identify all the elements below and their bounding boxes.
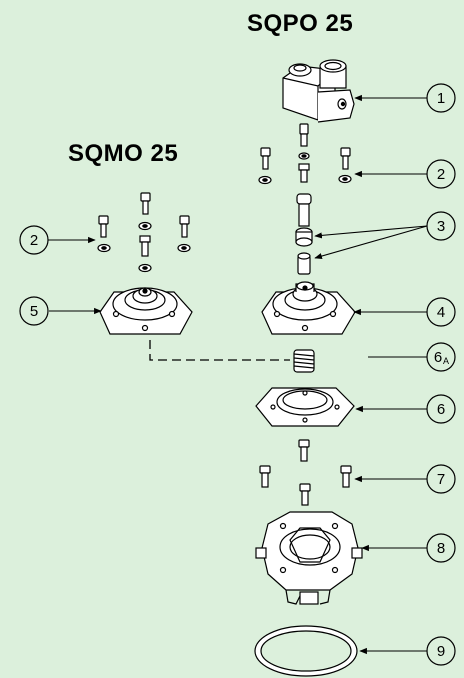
screw-and-washer-group-right <box>258 147 352 185</box>
callout-6-circle <box>426 394 456 424</box>
callout-7-label: 7 <box>437 471 445 488</box>
callout-9-label: 9 <box>437 643 445 660</box>
callout-2a-circle <box>19 225 49 255</box>
callout-8-circle <box>426 533 456 563</box>
screw-set <box>259 439 352 506</box>
o-ring <box>254 625 358 677</box>
solenoid-coil <box>282 59 355 123</box>
callout-6a-sublabel: A <box>443 356 449 366</box>
dashed-connector-line <box>149 340 290 361</box>
callout-4-circle <box>426 297 456 327</box>
callout-4-label: 4 <box>437 304 445 321</box>
valve-body <box>255 511 363 605</box>
callout-2b-label: 2 <box>437 166 445 183</box>
callout-1-label: 1 <box>437 90 445 107</box>
callout-2a-label: 2 <box>30 232 38 249</box>
callout-2b-circle <box>426 159 456 189</box>
callout-5-label: 5 <box>30 303 38 320</box>
diaphragm <box>255 387 355 427</box>
title-sqmo-25: SQMO 25 <box>68 140 179 167</box>
valve-cover-left <box>99 287 193 335</box>
callout-6-label: 6 <box>437 401 445 418</box>
callout-7-circle <box>426 464 456 494</box>
callout-3-label: 3 <box>437 218 445 235</box>
callout-6a-label: 6 <box>434 349 442 366</box>
spring <box>293 349 315 373</box>
callout-6a-circle <box>426 342 456 372</box>
screw-and-washer-group-left <box>97 192 191 273</box>
callout-8-label: 8 <box>437 540 445 557</box>
leader-line-3-top <box>314 225 428 239</box>
callout-3-circle <box>426 211 456 241</box>
callout-1-circle <box>426 83 456 113</box>
valve-cover-right <box>261 281 356 335</box>
center-bolt <box>298 123 310 183</box>
callout-9-circle <box>426 636 456 666</box>
leader-line-3-bottom <box>314 225 428 260</box>
title-sqpo-25: SQPO 25 <box>247 10 354 37</box>
armature-stem-and-plunger <box>295 193 313 275</box>
callout-5-circle <box>19 296 49 326</box>
